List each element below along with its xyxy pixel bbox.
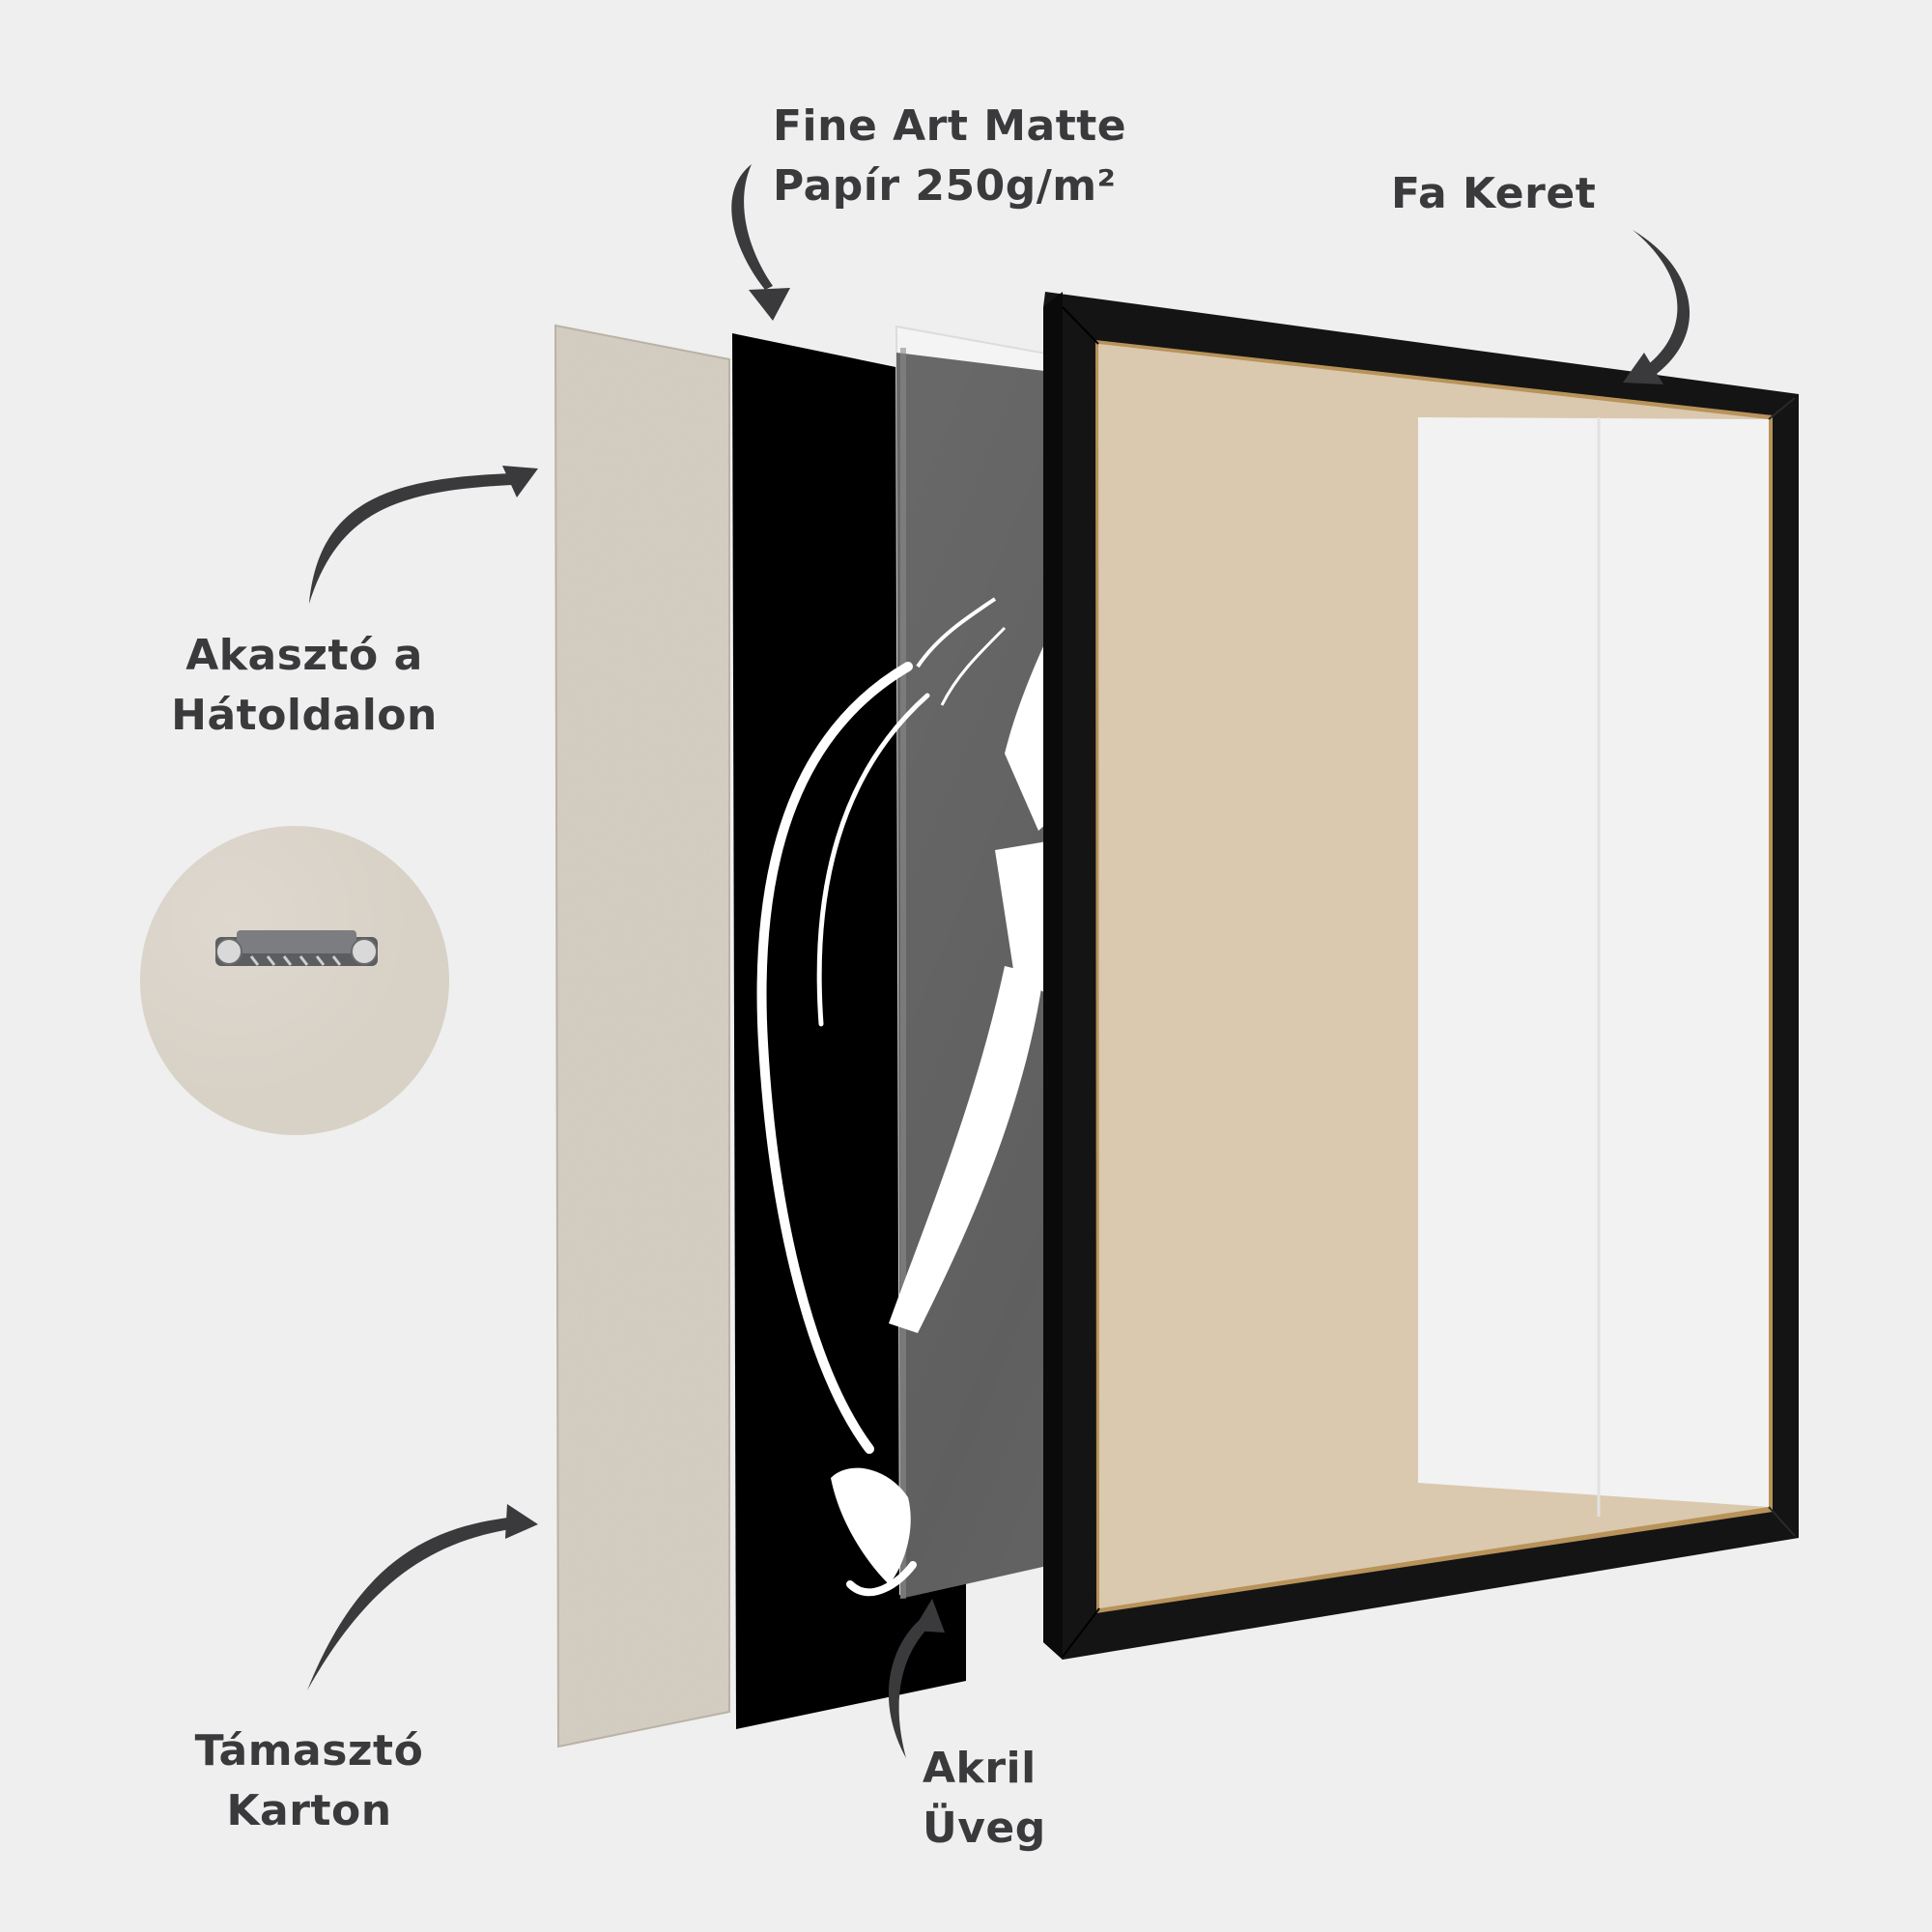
label-hanger: Akasztó a Hátoldalon xyxy=(145,626,464,746)
label-acrylic-line2: Üveg xyxy=(923,1804,1046,1853)
backboard-layer xyxy=(554,324,730,1748)
arrow-acrylic xyxy=(888,1613,935,1758)
label-frame: Fa Keret xyxy=(1391,164,1596,224)
label-hanger-line1: Akasztó a xyxy=(185,631,423,680)
label-acrylic: Akril Üveg xyxy=(923,1739,1046,1859)
label-backboard: Támasztó Karton xyxy=(159,1721,459,1841)
label-frame-line1: Fa Keret xyxy=(1391,169,1597,218)
label-hanger-line2: Hátoldalon xyxy=(171,691,438,740)
label-paper-line1: Fine Art Matte xyxy=(773,101,1127,151)
label-paper-line2: Papír 250g/m² xyxy=(773,161,1117,211)
arrow-hanger xyxy=(309,473,512,604)
arrow-backboard-head xyxy=(505,1504,538,1539)
wooden-frame-layer xyxy=(1043,292,1799,1660)
hanger-detail xyxy=(140,826,449,1135)
label-backboard-line2: Karton xyxy=(226,1786,392,1835)
arrow-paper-head xyxy=(749,288,790,321)
label-backboard-line1: Támasztó xyxy=(194,1726,424,1776)
arrows xyxy=(307,164,1690,1758)
sawtooth-hanger-icon xyxy=(215,930,378,966)
arrow-backboard xyxy=(307,1517,517,1690)
arrow-hanger-head xyxy=(502,466,538,497)
arrow-frame xyxy=(1633,230,1690,379)
arrow-acrylic-head xyxy=(913,1599,945,1633)
label-paper: Fine Art Matte Papír 250g/m² xyxy=(773,97,1126,216)
arrow-paper xyxy=(731,164,773,290)
arrow-frame-head xyxy=(1623,353,1663,384)
label-acrylic-line1: Akril xyxy=(923,1744,1037,1793)
